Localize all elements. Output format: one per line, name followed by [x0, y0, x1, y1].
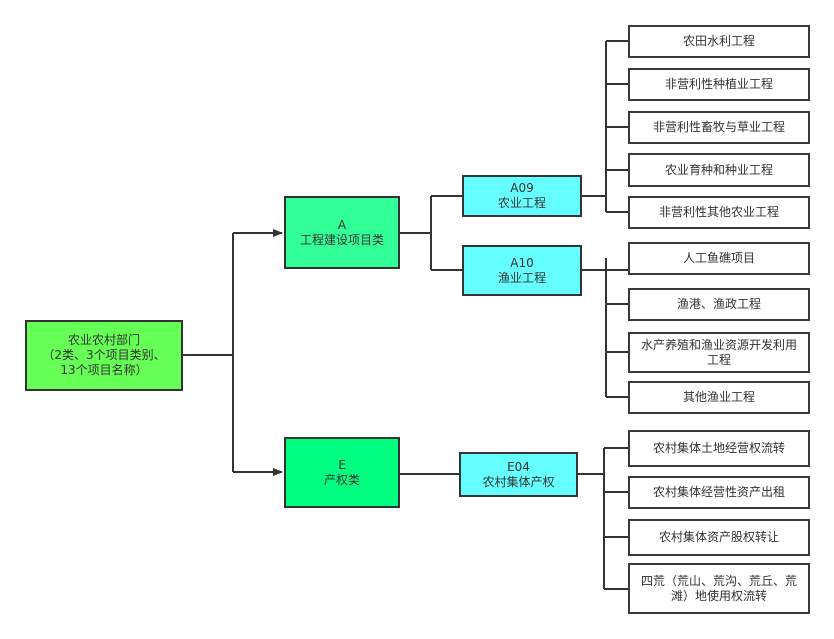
leaf-label: 农村集体资产股权转让 — [658, 530, 779, 544]
leaf-node[interactable]: 水产养殖和渔业资源开发利用工程 — [628, 332, 810, 373]
category-name: 工程建设项目类 — [299, 232, 384, 247]
connector-a10-leaves — [582, 258, 628, 398]
leaf-label: 农村集体土地经营权流转 — [652, 441, 785, 455]
leaf-node[interactable]: 农村集体土地经营权流转 — [628, 430, 810, 467]
leaf-node[interactable]: 非营利性其他农业工程 — [628, 196, 810, 229]
category-code: A — [337, 217, 347, 232]
leaf-node[interactable]: 农村集体经营性资产出租 — [628, 476, 810, 509]
subcategory-a09-node[interactable]: A09 农业工程 — [462, 175, 582, 217]
subcategory-a10-node[interactable]: A10 渔业工程 — [462, 245, 582, 296]
leaf-label: 渔港、渔政工程 — [676, 297, 761, 311]
category-e-node[interactable]: E 产权类 — [284, 437, 400, 508]
category-a-node[interactable]: A 工程建设项目类 — [284, 196, 400, 269]
root-node[interactable]: 农业农村部门 （2类、3个项目类别、 13个项目名称） — [25, 320, 183, 391]
connector-a-subs — [400, 195, 462, 271]
root-line-1: 农业农村部门 — [67, 333, 140, 347]
leaf-label: 农村集体经营性资产出租 — [652, 485, 785, 499]
leaf-label: 水产养殖和渔业资源开发利用工程 — [640, 337, 797, 367]
leaf-label: 人工鱼礁项目 — [682, 251, 755, 265]
connector-a09-leaves — [582, 40, 628, 213]
leaf-label: 四荒（荒山、荒沟、荒丘、荒滩）地使用权流转 — [640, 573, 797, 603]
category-name: 产权类 — [323, 472, 360, 487]
subcategory-name: 渔业工程 — [497, 270, 546, 285]
leaf-node[interactable]: 农田水利工程 — [628, 25, 810, 58]
leaf-label: 非营利性其他农业工程 — [658, 205, 779, 219]
subcategory-code: E04 — [507, 459, 530, 474]
subcategory-code: A10 — [510, 255, 534, 270]
leaf-node[interactable]: 农村集体资产股权转让 — [628, 519, 810, 556]
root-line-3: 13个项目名称） — [60, 363, 148, 377]
leaf-node[interactable]: 人工鱼礁项目 — [628, 242, 810, 275]
leaf-node[interactable]: 农业育种和种业工程 — [628, 153, 810, 187]
subcategory-code: A09 — [510, 181, 534, 195]
leaf-node[interactable]: 渔港、渔政工程 — [628, 288, 810, 321]
leaf-label: 其他渔业工程 — [682, 390, 755, 404]
leaf-node[interactable]: 非营利性种植业工程 — [628, 68, 810, 101]
subcategory-e04-node[interactable]: E04 农村集体产权 — [459, 452, 578, 497]
subcategory-name: 农村集体产权 — [482, 474, 555, 489]
leaf-label: 非营利性畜牧与草业工程 — [652, 120, 785, 134]
leaf-node[interactable]: 非营利性畜牧与草业工程 — [628, 111, 810, 144]
leaf-node[interactable]: 其他渔业工程 — [628, 381, 810, 414]
subcategory-name: 农业工程 — [497, 196, 546, 210]
leaf-label: 农业育种和种业工程 — [664, 162, 773, 177]
leaf-label: 非营利性种植业工程 — [664, 77, 773, 91]
connector-e04-leaves — [578, 447, 628, 590]
category-code: E — [338, 457, 346, 472]
leaf-node[interactable]: 四荒（荒山、荒沟、荒丘、荒滩）地使用权流转 — [628, 563, 810, 614]
leaf-label: 农田水利工程 — [682, 34, 755, 48]
root-line-2: （2类、3个项目类别、 — [42, 348, 166, 362]
